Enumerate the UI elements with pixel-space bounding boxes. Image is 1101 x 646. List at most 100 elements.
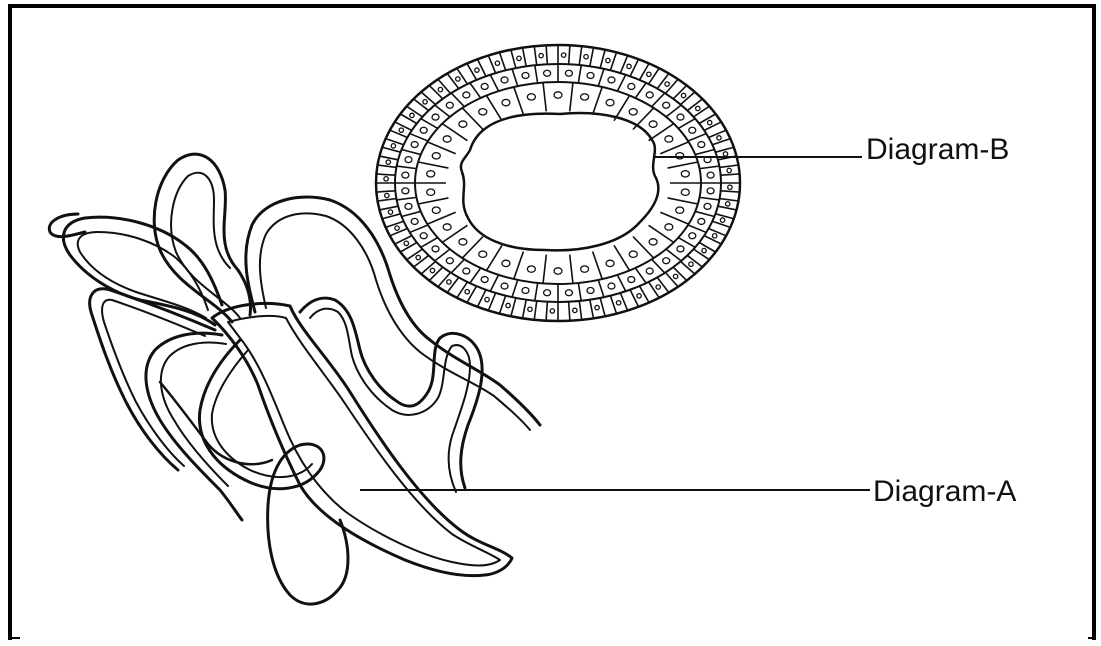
nucleus (544, 290, 551, 296)
outer-cell-wall (569, 302, 570, 321)
tentacle-7 (199, 340, 348, 604)
inner-cell-wall (635, 83, 646, 98)
nucleus (665, 82, 669, 86)
nucleus (527, 94, 535, 100)
inner-cell-wall (435, 249, 450, 261)
nucleus (608, 283, 615, 289)
nucleus (554, 92, 562, 98)
inner-cell-wall (695, 149, 714, 154)
outer-cell-wall (579, 301, 581, 320)
nucleus (432, 114, 439, 120)
nucleus (388, 210, 392, 214)
core-cell-wall (514, 251, 524, 279)
nucleus (527, 266, 535, 272)
outer-cell-wall (499, 296, 505, 314)
outer-cell-wall (590, 300, 594, 319)
outer-cell-wall (534, 301, 536, 320)
nucleus (676, 153, 684, 159)
nucleus (404, 241, 408, 245)
nucleus (423, 100, 427, 104)
nucleus (446, 258, 453, 264)
blastocoel-cavity (461, 113, 658, 250)
nucleus (385, 193, 389, 197)
outer-cell-wall (640, 63, 650, 79)
inner-cell-wall (598, 69, 604, 86)
outer-cell-wall (379, 206, 398, 210)
outer-cell-wall (610, 52, 616, 70)
outer-cell-wall (499, 52, 505, 70)
nucleus (430, 268, 434, 272)
nucleus (689, 262, 693, 266)
outer-cell-wall (522, 300, 526, 319)
outer-cell-wall (546, 302, 547, 321)
nucleus (637, 294, 641, 298)
core-cell-wall (418, 198, 448, 204)
core-cell-wall (614, 245, 630, 270)
inner-cell-wall (402, 211, 421, 216)
outer-cell-wall (546, 45, 547, 64)
nucleus (438, 87, 442, 91)
nucleus (702, 248, 706, 252)
nucleus (707, 188, 714, 194)
core-cell-wall (593, 87, 603, 115)
inner-cell-wall (512, 280, 518, 297)
nucleus (587, 287, 594, 293)
outer-cell-wall (378, 165, 397, 167)
nucleus (411, 142, 418, 148)
nucleus (416, 255, 420, 259)
nucleus (584, 55, 588, 59)
outer-cell-wall (569, 45, 570, 64)
nucleus (502, 260, 510, 266)
outer-cell-wall (488, 293, 495, 311)
core-cell-wall (543, 83, 546, 112)
nucleus (712, 234, 716, 238)
nucleus (581, 94, 589, 100)
diagram-b-blastula (376, 45, 740, 321)
nucleus (446, 102, 453, 108)
nucleus (432, 246, 439, 252)
inner-cell-wall (617, 75, 625, 91)
inner-cell-wall (700, 197, 720, 200)
tentacle-3-inner (310, 309, 470, 492)
outer-cell-wall (721, 174, 740, 175)
outer-cell-wall (720, 199, 739, 201)
inner-cell-wall (512, 69, 518, 86)
outer-cell-wall (600, 298, 605, 316)
nucleus (649, 239, 657, 245)
nucleus (459, 121, 467, 127)
nucleus (647, 72, 651, 76)
nucleus (502, 99, 510, 105)
nucleus (501, 283, 508, 289)
inner-cell-wall (435, 105, 450, 117)
nucleus (681, 189, 689, 195)
nucleus (465, 289, 469, 293)
outer-cell-wall (378, 199, 397, 201)
nucleus (554, 268, 562, 274)
outer-cell-wall (620, 56, 627, 74)
outer-cell-wall (390, 130, 408, 137)
outer-cell-wall (718, 206, 737, 210)
nucleus (410, 113, 414, 117)
inner-cell-wall (397, 197, 417, 200)
tentacle-3 (300, 298, 482, 488)
nucleus (447, 280, 451, 284)
outer-cell-wall (600, 50, 605, 68)
nucleus (522, 73, 529, 79)
nucleus (628, 83, 635, 89)
inner-cell-wall (688, 225, 706, 232)
nucleus (475, 68, 479, 72)
nucleus (696, 106, 700, 110)
inner-cell-wall (410, 225, 428, 232)
nucleus (386, 160, 390, 164)
inner-cell-wall (695, 211, 714, 216)
nucleus (628, 277, 635, 283)
inner-cell-wall (666, 105, 681, 117)
nucleus (456, 77, 460, 81)
inner-cell-wall (578, 283, 581, 301)
nucleus (528, 307, 532, 311)
nucleus (479, 109, 487, 115)
outer-cell-wall (620, 293, 627, 311)
outer-cell-wall (720, 165, 739, 167)
nucleus (420, 233, 427, 239)
nucleus (463, 268, 470, 274)
